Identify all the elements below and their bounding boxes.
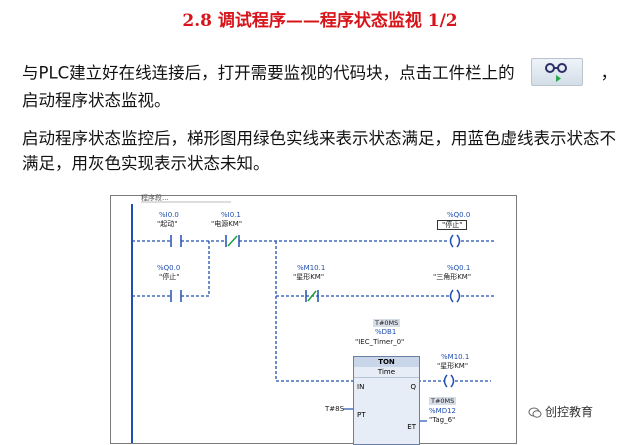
chat-bubble-icon [528,407,542,418]
timer-et-tag: T#0MS [429,397,457,405]
contact-3-addr: %Q0.0 [157,264,181,272]
timer-value-tag: T#0MS [373,319,401,327]
contact-4-addr: %M10.1 [297,264,326,272]
contact-2-addr: %I0.1 [221,211,241,219]
timer-pt-value: T#8S [325,405,345,413]
timer-subtype: Time [354,367,419,378]
paragraph-status-legend: 启动程序状态监控后，梯形图用绿色实线来表示状态满足，用蓝色虚线表示状态不满足，用… [22,129,616,173]
contact-1-addr: %I0.0 [159,211,179,219]
timer-instance: "IEC_Timer_0" [355,338,405,346]
timer-db: %DB1 [375,328,397,336]
timer-et-addr: %MD12 [429,407,456,415]
ladder-header-fragment: 程序段... [141,194,169,202]
timer-pin-pt: PT [357,411,366,419]
contact-3-name: "停止" [159,273,180,281]
ladder-diagram-screenshot: 程序段... %I0.0 "起动" %I0.1 "电源KM" %Q0.0 "停止… [110,194,517,445]
timer-pin-in: IN [357,383,365,391]
glasses-monitor-icon [544,63,567,82]
ton-timer-block[interactable]: TON Time IN Q PT ET [353,356,420,445]
timer-type: TON [354,357,419,367]
monitor-toggle-button[interactable] [530,58,583,86]
watermark-text: 创控教育 [545,405,594,419]
coil-3-name: "星形KM" [437,362,469,370]
slide-title: 2.8 调试程序——程序状态监视 1/2 [182,11,458,31]
timer-pin-et: ET [407,423,416,431]
coil-2-name: "三角形KM" [433,273,472,281]
contact-1-name: "起动" [157,220,178,228]
paragraph1-text-before: 与PLC建立好在线连接后，打开需要监视的代码块，点击工件栏上的 [22,63,515,83]
timer-et-name: "Tag_6" [429,416,456,424]
contact-4-name: "星形KM" [293,273,325,281]
paragraph-online-monitoring: 与PLC建立好在线连接后，打开需要监视的代码块，点击工件栏上的 ，启动程序状态监… [22,58,627,113]
contact-2-name: "电源KM" [211,220,243,228]
coil-1-addr: %Q0.0 [447,211,471,219]
coil-3-addr: %M10.1 [441,353,470,361]
timer-pin-q: Q [410,383,416,391]
coil-1-name: "停止" [437,220,468,230]
paragraph1-text-after: ，启动程序状态监视。 [22,63,618,111]
ladder-wiring [131,201,496,443]
watermark: 创控教育 [528,403,593,420]
coil-2-addr: %Q0.1 [447,264,471,272]
